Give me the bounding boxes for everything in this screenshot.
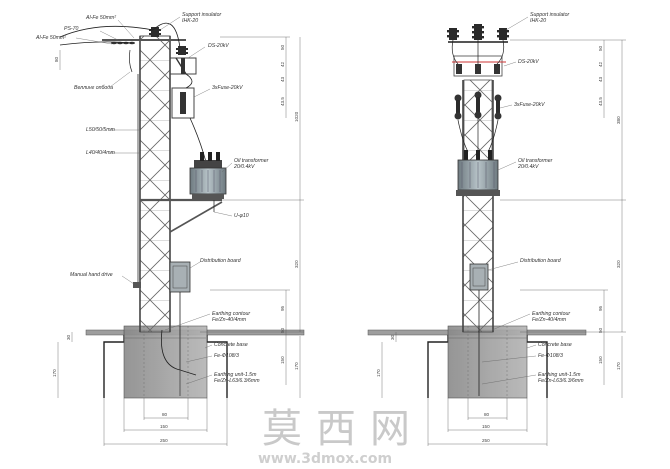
left-dim-6: 1020: [294, 111, 299, 122]
left-dim-7: 320: [294, 260, 299, 268]
left-label-alfe-left: Al-Fe 50mm²: [35, 35, 66, 41]
lattice-tower: [462, 189, 494, 333]
right-dim-2: 42: [598, 61, 603, 67]
support-insulator-left: [149, 27, 161, 37]
right-label-fe: Fe-Ф108/3: [538, 353, 563, 359]
distribution-board-front: [469, 263, 489, 396]
right-dim-11: 170: [376, 369, 381, 377]
right-dim-4: 43.5: [598, 97, 603, 106]
right-label-support-insulator: Support insulator: [530, 12, 569, 18]
left-leader-lines: [75, 16, 233, 385]
fuse-set: [171, 87, 195, 119]
right-dim-3: 43: [598, 76, 603, 82]
left-label-fuse: 3xFuse-20kV: [212, 85, 243, 91]
distribution-board-box: [169, 261, 191, 370]
right-dim-6: 320: [616, 260, 621, 268]
left-label-fe: Fe-Ф108/3: [214, 353, 239, 359]
right-label-earthing-contour-spec: Fe/Zn-40/4mm: [532, 317, 567, 323]
left-dim-9: 50: [280, 327, 285, 333]
disconnector-ds-front: [452, 55, 506, 77]
right-dim-12: 30: [390, 334, 395, 340]
right-label-distribution-board: Distribution board: [520, 258, 562, 264]
right-dim-w-total: 250: [482, 438, 490, 443]
left-dim-13: 30: [66, 334, 71, 340]
left-dim-2: 50: [280, 44, 285, 50]
left-dim-5: 43.5: [280, 97, 285, 106]
right-label-earthing-unit: Earthing unit-1.5m: [538, 372, 581, 378]
right-dim-9: 150: [598, 356, 603, 364]
left-label-support-insulator-model: IHK-20: [182, 18, 198, 24]
support-insulator-right: [176, 46, 188, 55]
right-dim-1: 50: [598, 45, 603, 51]
right-label-fuse: 3xFuse-20kV: [514, 102, 545, 108]
concrete-base: [447, 325, 528, 399]
right-dim-w-inner: 80: [484, 412, 490, 417]
support-insulators: [447, 24, 509, 40]
left-label-earthing-contour: Earthing contour: [212, 311, 250, 317]
right-dim-5: 380: [616, 116, 621, 124]
right-leader-lines: [481, 16, 537, 385]
oil-transformer-front: [456, 150, 500, 196]
left-dim-12: 170: [52, 369, 57, 377]
left-label-support-insulator: Support insulator: [182, 12, 221, 18]
left-dim-w-base: 150: [160, 424, 168, 429]
left-dim-10: 150: [280, 356, 285, 364]
concrete-base: [123, 325, 208, 399]
right-label-ds: DS-20kV: [518, 59, 539, 65]
watermark-chinese: 莫西网: [262, 406, 424, 452]
right-dim-8: 50: [598, 327, 603, 333]
foundation-outline: [103, 335, 125, 398]
watermark-url: www.3dmox.com: [258, 451, 392, 467]
left-dim-w-inner: 80: [162, 412, 168, 417]
left-label-ground-wire: U-φ10: [234, 213, 249, 219]
left-label-l40: L40/40/4mm: [86, 150, 116, 156]
left-dim-3: 42: [280, 61, 285, 67]
right-dim-7: 95: [598, 305, 603, 311]
right-label-transformer: Oil transformer: [518, 158, 553, 164]
right-label-transformer-rating: 20/0.4kV: [517, 164, 539, 170]
left-dimension-lines: [57, 36, 304, 446]
left-dim-8: 95: [280, 305, 285, 311]
disconnector-ds: [169, 57, 197, 75]
right-elevation: Support insulator IHK-20 DS-20kV 3xFuse-…: [367, 12, 626, 446]
left-label-ps: PS-70: [64, 26, 79, 32]
right-dim-10: 170: [616, 362, 621, 370]
right-label-earthing-unit-spec: Fe/Zn-L63/6.3/6mm: [538, 378, 584, 384]
lattice-tower: [139, 35, 171, 333]
left-dim-11: 170: [294, 362, 299, 370]
left-label-manual-drive: Manual hand drive: [70, 272, 113, 278]
left-label-earthing-contour-spec: Fe/Zn-40/4mm: [212, 317, 247, 323]
left-label-alfe-top: Al-Fe 50mm²: [85, 15, 116, 21]
left-label-earthing-unit-spec: Fe/Zn-L63/6.3/6mm: [214, 378, 260, 384]
left-label-ds: DS-20kV: [208, 43, 229, 49]
left-dim-1: 80: [54, 56, 59, 62]
left-dim-4: 43: [280, 76, 285, 82]
foundation-outline: [427, 335, 449, 398]
left-label-l50: L50/50/5mm: [86, 127, 116, 133]
left-label-transformer-rating: 20/0.4kV: [233, 164, 255, 170]
fuse-set-front: [454, 91, 502, 120]
left-dim-w-total: 250: [160, 438, 168, 443]
right-label-concrete-base: Concrete base: [538, 342, 572, 348]
left-label-bearing-clamp: Веллинг опбода: [74, 85, 113, 91]
right-label-support-insulator-model: IHK-20: [530, 18, 546, 24]
left-elevation: Al-Fe 50mm² PS-70 Al-Fe 50mm² Support in…: [35, 12, 305, 446]
left-label-transformer: Oil transformer: [234, 158, 269, 164]
right-dim-w-base: 150: [482, 424, 490, 429]
left-label-earthing-unit: Earthing unit-1.5m: [214, 372, 257, 378]
manual-drive-handle: [133, 282, 141, 288]
oil-transformer: [189, 152, 227, 199]
left-label-distribution-board: Distribution board: [200, 258, 242, 264]
right-label-earthing-contour: Earthing contour: [532, 311, 570, 317]
right-dimension-lines: [381, 39, 626, 446]
left-label-concrete-base: Concrete base: [214, 342, 248, 348]
